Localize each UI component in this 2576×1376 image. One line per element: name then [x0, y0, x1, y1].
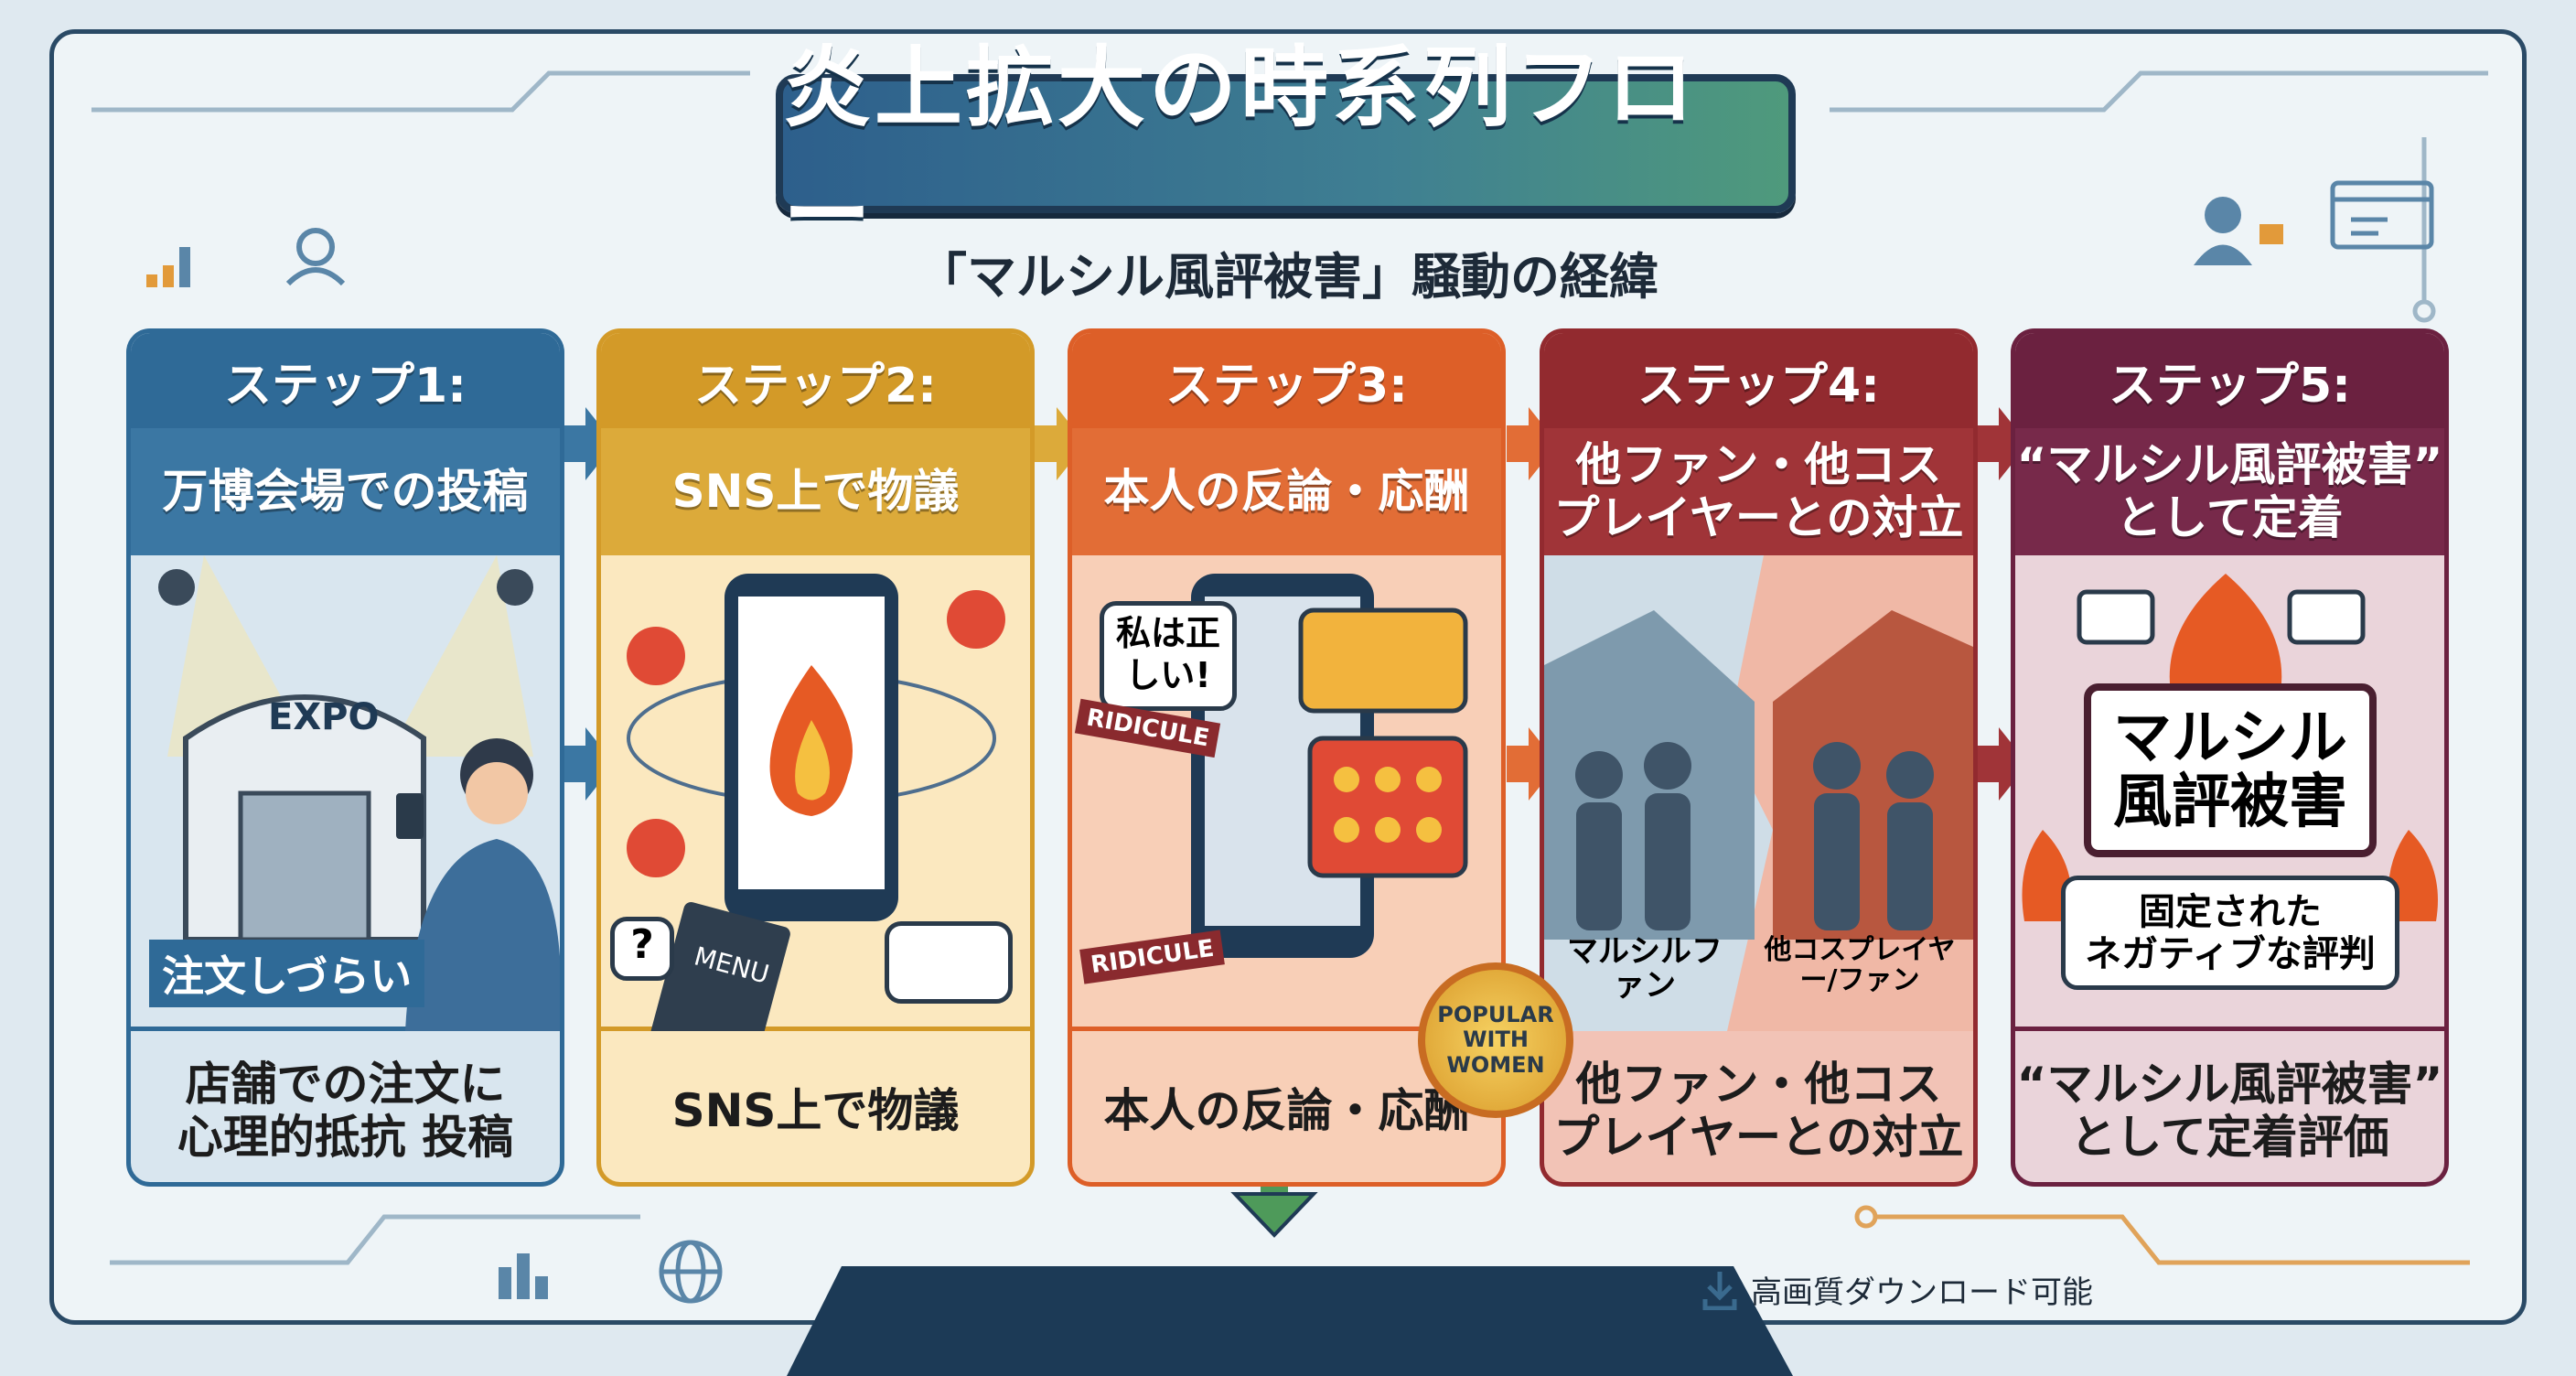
step-title: 他ファン・他コスプレイヤーとの対立: [1544, 428, 1973, 555]
fire-icon: [2022, 574, 2438, 921]
bar-chart-icon: [146, 247, 190, 287]
user-icon: [285, 228, 346, 286]
svg-text:EXPO: EXPO: [268, 696, 379, 738]
smartphone-chat-icon: [1191, 574, 1468, 958]
title-banner: 炎上拡大の時系列フロー: [776, 37, 1796, 266]
group-label-left: マルシルファン: [1567, 933, 1723, 1005]
step-title-line: SNS上で物議: [671, 464, 960, 518]
step-label: ステップ1:: [131, 333, 560, 428]
popular-badge: POPULAR WITH WOMEN: [1418, 962, 1573, 1118]
globe-icon: [659, 1240, 723, 1304]
step-caption: 本人の反論・応酬: [1072, 1031, 1501, 1182]
step-title-line: プレイヤーとの対立: [1553, 490, 1964, 544]
expo-gate-icon: EXPO: [158, 555, 560, 1031]
download-label: 高画質ダウンロード可能: [1751, 1274, 2093, 1311]
caption-line: 他ファン・他コス: [1575, 1058, 1942, 1111]
step-caption: “マルシル風評被害”として定着評価: [2015, 1031, 2444, 1182]
banner-text: 注文しづらい: [149, 940, 425, 1007]
expo-illustration: EXPO 注文しづらい: [131, 555, 560, 1031]
step-title: SNS上で物議: [601, 428, 1030, 555]
step-card-5: ステップ5: “マルシル風評被害”として定着 マルシル風評被害 固定されたネガテ…: [2011, 328, 2449, 1187]
caption-line: SNS上で物議: [671, 1083, 960, 1137]
step-caption: 店舗での注文に心理的抵抗 投稿: [131, 1031, 560, 1182]
sign-line: マルシル: [2113, 704, 2347, 772]
step-title: 万博会場での投稿: [131, 428, 560, 555]
step-title-line: “マルシル風評被害”: [2016, 438, 2443, 491]
caption-line: “マルシル風評被害”: [2016, 1058, 2443, 1111]
step-label: ステップ4:: [1544, 333, 1973, 428]
page-title: 炎上拡大の時系列フロー: [783, 37, 1698, 266]
reputation-sign: マルシル風評被害: [2084, 683, 2377, 857]
download-icon: [1702, 1271, 1737, 1310]
step-card-4: ステップ4: 他ファン・他コスプレイヤーとの対立 マルシルファン 他コスプレイヤ…: [1540, 328, 1978, 1187]
smartphone-fire-icon: MENU: [627, 574, 1005, 1031]
reputation-illustration: マルシル風評被害 固定されたネガティブな評判: [2015, 555, 2444, 1031]
opposing-groups-icon: [1544, 555, 1973, 1031]
speech-bubble-icon: [885, 921, 1013, 1004]
step-card-1: ステップ1: 万博会場での投稿 EXPO 注文しづらい 店舗での注文に心理的抵抗…: [126, 328, 564, 1187]
bar-chart-icon-bottom: [499, 1253, 548, 1299]
caption-line: として定着評価: [2070, 1110, 2389, 1164]
step-caption: SNS上で物議: [601, 1031, 1030, 1182]
caption-line: プレイヤーとの対立: [1553, 1110, 1964, 1164]
rebuttal-illustration: 私は正しい! RIDICULE RIDICULE: [1072, 555, 1501, 1031]
speech-bubble: 私は正しい!: [1100, 601, 1237, 711]
download-link[interactable]: 高画質ダウンロード可能: [1701, 1267, 2093, 1312]
step-caption: 他ファン・他コスプレイヤーとの対立: [1544, 1031, 1973, 1182]
step-label: ステップ2:: [601, 333, 1030, 428]
group-label-right: 他コスプレイヤー/ファン: [1764, 934, 1956, 996]
step-card-2: ステップ2: SNS上で物議 MENU ? SNS上で物議: [596, 328, 1035, 1187]
step-title-line: 他ファン・他コス: [1575, 438, 1942, 491]
step-title-line: 万博会場での投稿: [162, 464, 529, 518]
negative-reputation-note: 固定されたネガティブな評判: [2061, 876, 2399, 990]
sign-line: 風評被害: [2113, 769, 2347, 836]
bottom-panel: [787, 1266, 1793, 1376]
step-label: ステップ5:: [2015, 333, 2444, 428]
conflict-illustration: マルシルファン 他コスプレイヤー/ファン: [1544, 555, 1973, 1031]
caption-line: 本人の反論・応酬: [1103, 1083, 1470, 1137]
step-title: 本人の反論・応酬: [1072, 428, 1501, 555]
page-subtitle: 「マルシル風評被害」騒動の経緯: [918, 248, 1658, 306]
caption-line: 店舗での注文に: [185, 1058, 506, 1111]
sns-illustration: MENU ?: [601, 555, 1030, 1031]
step-title: “マルシル風評被害”として定着: [2015, 428, 2444, 555]
user-lock-icon: [2194, 197, 2283, 265]
note-line: 固定された: [2139, 890, 2322, 933]
caption-line: 心理的抵抗 投稿: [177, 1110, 514, 1164]
step-label: ステップ3:: [1072, 333, 1501, 428]
question-bubble: ?: [610, 917, 674, 981]
note-line: ネガティブな評判: [2085, 932, 2376, 975]
browser-window-icon: [2330, 180, 2434, 250]
step-title-line: 本人の反論・応酬: [1103, 464, 1470, 518]
step-title-line: として定着: [2116, 490, 2344, 544]
